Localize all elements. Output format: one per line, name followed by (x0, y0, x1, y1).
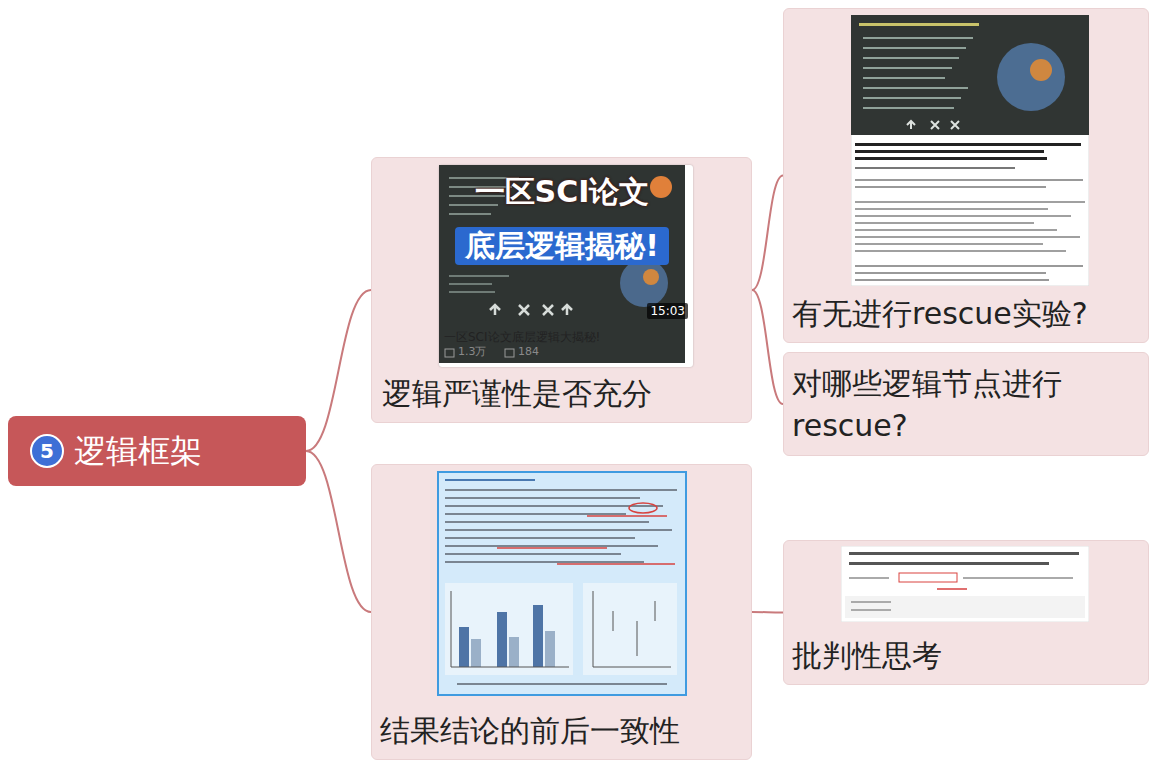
text-line (863, 107, 954, 109)
text-line (855, 186, 1046, 188)
text-line (445, 553, 621, 555)
text-line (457, 683, 667, 685)
root-label: 逻辑框架 (74, 430, 202, 472)
text-line (855, 157, 1047, 160)
text-line (855, 201, 1085, 203)
branch-line (752, 611, 783, 614)
topic-box: 对哪些逻辑节点进行rescue? (783, 352, 1149, 456)
cell-figure (1030, 59, 1052, 81)
text-line (863, 37, 973, 39)
badge-icon (650, 176, 672, 198)
topic-label: 有无进行rescue实验? (792, 293, 1141, 335)
text-line (449, 275, 509, 277)
text-line (863, 77, 945, 79)
cell-figure (620, 259, 668, 307)
branch-line (752, 176, 783, 291)
play-icon (445, 349, 454, 357)
text-line (445, 521, 649, 523)
comment-count: 184 (518, 345, 539, 359)
video-card: 一区SCI论文底层逻辑揭秘! 15:03 一区SCI论文底层逻辑大揭秘!1.3万 18… (439, 165, 693, 367)
branch-line (306, 290, 371, 451)
branch-line (752, 290, 783, 404)
video-caption: 一区SCI论文底层逻辑大揭秘! (444, 329, 680, 345)
red-underline (497, 503, 675, 564)
bar-chart (445, 583, 573, 675)
text-line (449, 283, 492, 285)
text-line (855, 179, 1083, 181)
text-line (445, 529, 672, 531)
text-line (855, 143, 1081, 146)
screenshot-frame (438, 472, 686, 695)
text-line (855, 265, 1083, 267)
text-line (445, 489, 677, 491)
cell-figure (643, 269, 659, 285)
info-band (845, 596, 1085, 618)
topic-box: 结果结论的前后一致性 (371, 464, 752, 760)
topic-box: 批判性思考 (783, 540, 1149, 685)
text-line (863, 57, 959, 59)
text-line (855, 208, 1048, 210)
text-line (855, 243, 1043, 245)
text-line (963, 577, 1073, 579)
topic-box: 有无进行rescue实验? (783, 8, 1149, 343)
text-line (863, 47, 966, 49)
text-line (855, 167, 1015, 169)
text-line (445, 497, 640, 499)
dot-plot (583, 583, 677, 675)
thumbnail-title: 底层逻辑揭秘! (455, 227, 669, 265)
text-line (445, 479, 535, 481)
topic-label: 结果结论的前后一致性 (380, 710, 744, 752)
view-count: 1.3万 (458, 345, 487, 359)
text-line (937, 588, 967, 590)
text-line (851, 609, 891, 611)
text-line (855, 272, 1046, 274)
text-line (445, 537, 635, 539)
text-line (863, 67, 952, 69)
root-topic: 5 逻辑框架 (8, 416, 306, 486)
topic-label: 对哪些逻辑节点进行rescue? (792, 363, 1141, 447)
text-line (855, 250, 1066, 252)
topic-box: 逻辑严谨性是否充分 一区SCI论文底层逻辑揭秘! 15:03 一区SCI论文底层逻辑大… (371, 157, 752, 423)
illustration (851, 15, 1089, 286)
text-line (445, 513, 626, 515)
video-duration: 15:03 (647, 303, 688, 319)
text-line (445, 561, 644, 563)
branch-line (306, 451, 371, 612)
text-line (863, 97, 961, 99)
chalkboard (439, 165, 685, 363)
slide-image (851, 15, 1089, 135)
topic-number: 5 (30, 434, 64, 468)
cell-figure (997, 43, 1065, 111)
text-line (849, 577, 889, 579)
article-screenshot (841, 546, 1089, 622)
text-line (449, 213, 491, 215)
topic-label: 逻辑严谨性是否充分 (382, 373, 744, 415)
text-line (855, 222, 1034, 224)
thumbnail-title: 一区SCI论文 (439, 173, 685, 211)
text-line (851, 601, 891, 603)
symbol-row (490, 305, 572, 315)
illustration (841, 546, 1089, 622)
topic-label: 批判性思考 (792, 635, 1141, 677)
text-line (855, 150, 1044, 153)
illustration (437, 471, 687, 696)
text-line (855, 229, 1057, 231)
text-line (449, 291, 495, 293)
comment-icon (505, 349, 514, 357)
text-line (855, 236, 1080, 238)
text-line (859, 23, 979, 26)
text-line (849, 552, 1079, 555)
red-highlight (899, 573, 957, 582)
text-line (849, 562, 1049, 565)
document-page (851, 15, 1089, 286)
symbol-row (907, 121, 959, 129)
text-line (855, 215, 1071, 217)
text-line (445, 545, 658, 547)
text-line (855, 279, 1049, 281)
text-line (863, 87, 968, 89)
